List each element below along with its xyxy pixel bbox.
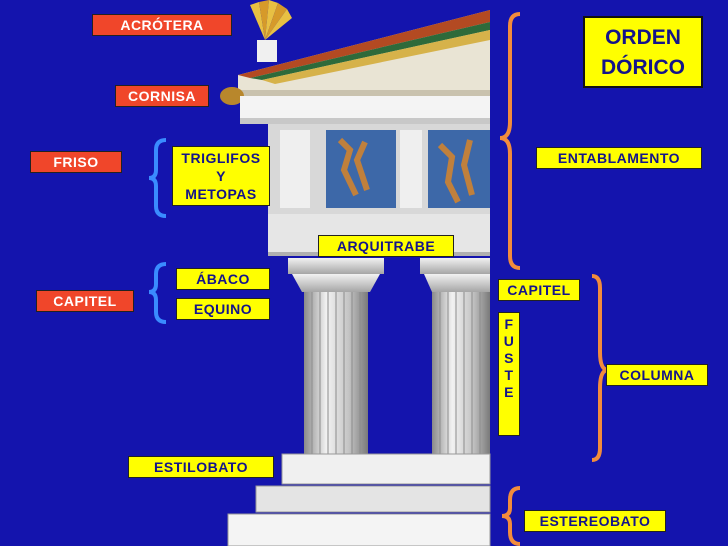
- label-equino: EQUINO: [176, 298, 270, 320]
- label-friso: FRISO: [30, 151, 122, 173]
- pediment: [238, 10, 490, 96]
- column-capitals: [288, 258, 490, 292]
- acroterion-ornament: [250, 0, 292, 62]
- label-cornisa: CORNISA: [115, 85, 209, 107]
- title-line-1: ORDEN: [605, 26, 681, 49]
- title-line-2: DÓRICO: [601, 56, 685, 79]
- label-acrotera: ACRÓTERA: [92, 14, 232, 36]
- label-entablamento: ENTABLAMENTO: [536, 147, 702, 169]
- brace-entablamento: [499, 12, 521, 270]
- fuste-letter: E: [504, 384, 514, 400]
- frieze-band: [268, 124, 490, 214]
- fuste-letter: T: [504, 367, 514, 383]
- triglifos-line-1: TRIGLIFOS: [181, 150, 261, 166]
- brace-triglifos: [148, 138, 167, 218]
- temple-steps: [227, 453, 491, 546]
- brace-estereobato: [501, 486, 521, 546]
- label-columna: COLUMNA: [606, 364, 708, 386]
- cornice-band: [240, 96, 490, 118]
- label-capitel-right: CAPITEL: [498, 279, 580, 301]
- label-abaco: ÁBACO: [176, 268, 270, 290]
- fuste-letter: S: [504, 350, 514, 366]
- triglifos-line-2: Y: [216, 168, 226, 184]
- fuste-letter: F: [504, 316, 514, 332]
- label-estereobato: ESTEREOBATO: [524, 510, 666, 532]
- brace-capitel: [148, 262, 167, 324]
- fuste-letter: U: [503, 333, 515, 349]
- lion-head-ornament: [220, 87, 244, 105]
- label-estilobato: ESTILOBATO: [128, 456, 274, 478]
- triglifos-line-3: METOPAS: [185, 186, 257, 202]
- column-shafts: [304, 292, 490, 454]
- label-fuste: F U S T E: [498, 312, 520, 436]
- label-triglifos-metopas: TRIGLIFOS Y METOPAS: [172, 146, 270, 206]
- label-arquitrabe: ARQUITRABE: [318, 235, 454, 257]
- label-capitel-left: CAPITEL: [36, 290, 134, 312]
- diagram-title: ORDEN DÓRICO: [583, 16, 703, 88]
